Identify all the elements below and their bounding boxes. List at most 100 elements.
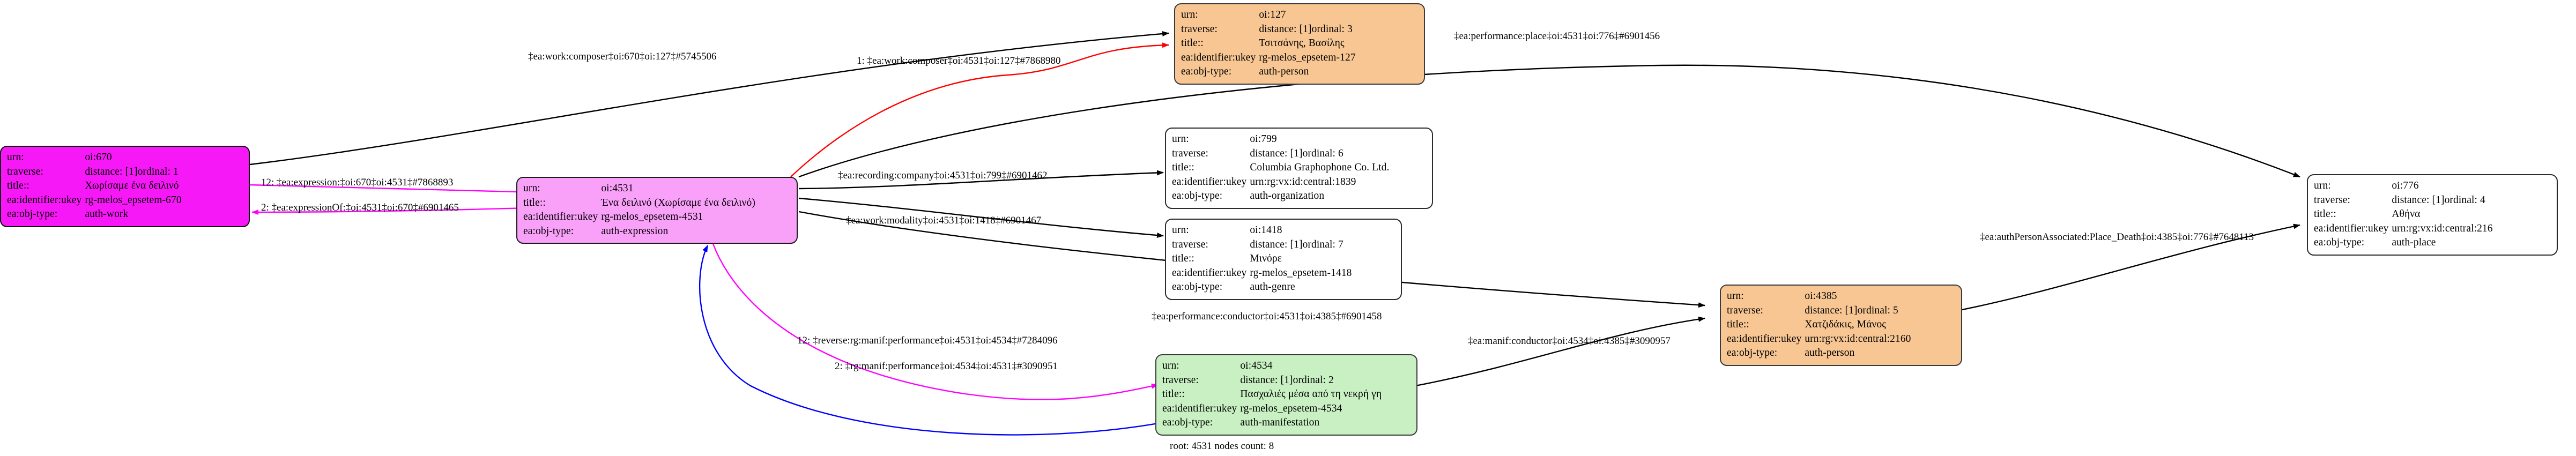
field-key-objtype: ea:obj-type:	[1181, 66, 1232, 77]
traverse-distance: distance: [1]	[1250, 147, 1303, 159]
field-key-traverse: traverse:	[1162, 374, 1199, 386]
field-key-traverse: traverse:	[1727, 304, 1764, 316]
field-key-objtype: ea:obj-type:	[1172, 190, 1223, 201]
field-key-traverse: traverse:	[1172, 147, 1209, 159]
field-key-urn: urn:	[1172, 133, 1189, 145]
field-key-title: title::	[1181, 38, 1204, 49]
field-key-ukey: ea:identifier:ukey	[1172, 267, 1247, 279]
node-urn-value: oi:799	[1250, 133, 1277, 145]
node-title-value: Τσιτσάνης, Βασίλης	[1259, 38, 1345, 49]
node-objtype-value: auth-place	[2392, 237, 2436, 248]
node-objtype-value: auth-person	[1259, 66, 1309, 77]
field-key-urn: urn:	[1172, 225, 1189, 236]
node-objtype-value: auth-manifestation	[1240, 417, 1320, 428]
traverse-ordinal: ordinal: 3	[1311, 23, 1353, 35]
node-title-value: Columbia Graphophone Co. Ltd.	[1250, 162, 1390, 173]
traverse-distance: distance: [1]	[85, 166, 138, 177]
field-key-objtype: ea:obj-type:	[1727, 347, 1778, 358]
traverse-ordinal: ordinal: 4	[2444, 194, 2485, 206]
graph-node-oi4531-root[interactable]: urn: oi:4531 title:: Ένα δειλινό (Χωρίσα…	[516, 177, 798, 244]
node-traverse-value: distance: [1]ordinal: 6	[1250, 147, 1426, 161]
edge-label-reverse-manif-performance-4531-4534: 12: ‡reverse:rg:manif:performance‡oi:453…	[797, 335, 1058, 346]
node-traverse-value: distance: [1]ordinal: 1	[85, 165, 243, 180]
field-key-title: title::	[1172, 162, 1194, 173]
field-key-ukey: ea:identifier:ukey	[1172, 176, 1247, 188]
traverse-distance: distance: [1]	[2392, 194, 2445, 206]
field-key-title: title::	[7, 180, 29, 191]
traverse-distance: distance: [1]	[1259, 23, 1312, 35]
field-key-traverse: traverse:	[2314, 194, 2351, 206]
field-key-traverse: traverse:	[7, 166, 44, 177]
field-key-title: title::	[1172, 253, 1194, 264]
node-objtype-value: auth-genre	[1250, 281, 1295, 293]
node-traverse-value: distance: [1]ordinal: 3	[1259, 23, 1418, 37]
field-key-ukey: ea:identifier:ukey	[1181, 51, 1256, 63]
edge-label-manif-performance-4534-4531: 2: ‡rg:manif:performance‡oi:4534‡oi:4531…	[835, 361, 1058, 372]
node-ukey-value: rg-melos_epsetem-1418	[1250, 267, 1352, 279]
node-title-value: Πασχαλιές μέσα από τη νεκρή γη	[1240, 388, 1382, 400]
field-key-objtype: ea:obj-type:	[1172, 281, 1223, 293]
edge-path-authperson-associated-4385-776	[1956, 223, 2300, 312]
graph-node-oi1418[interactable]: urn: oi:1418 traverse: distance: [1]ordi…	[1165, 219, 1402, 300]
traverse-ordinal: ordinal: 5	[1857, 304, 1898, 316]
node-objtype-value: auth-expression	[601, 225, 669, 237]
node-ukey-value: urn:rg:vx:id:central:216	[2392, 222, 2493, 234]
edge-label-performance-place-4531-776: ‡ea:performance:place‡oi:4531‡oi:776‡#69…	[1454, 31, 1660, 42]
field-key-urn: urn:	[2314, 180, 2331, 191]
node-title-value: Χατζιδάκις, Μάνος	[1805, 319, 1887, 330]
graph-node-oi799[interactable]: urn: oi:799 traverse: distance: [1]ordin…	[1165, 128, 1433, 209]
edge-path-recording-company-4531-799	[798, 170, 1164, 190]
field-key-ukey: ea:identifier:ukey	[7, 194, 82, 206]
edge-label-composer-670-127: ‡ea:work:composer‡oi:670‡oi:127‡#5745506	[528, 51, 717, 62]
node-ukey-value: rg-melos_epsetem-4531	[601, 211, 703, 222]
graph-footer-nodes-count: root: 4531 nodes count: 8	[1170, 440, 1274, 452]
node-ukey-value: rg-melos_epsetem-670	[85, 194, 182, 206]
graph-node-oi4534[interactable]: urn: oi:4534 traverse: distance: [1]ordi…	[1155, 354, 1417, 436]
node-ukey-value: urn:rg:vx:id:central:2160	[1805, 333, 1911, 345]
graph-node-oi776[interactable]: urn: oi:776 traverse: distance: [1]ordin…	[2307, 174, 2558, 256]
graph-node-oi127[interactable]: urn: oi:127 traverse: distance: [1]ordin…	[1174, 3, 1425, 85]
traverse-distance: distance: [1]	[1805, 304, 1858, 316]
node-urn-value: oi:4534	[1240, 360, 1273, 371]
node-urn-value: oi:4385	[1805, 290, 1837, 302]
node-traverse-value: distance: [1]ordinal: 4	[2392, 193, 2551, 208]
node-traverse-value: distance: [1]ordinal: 5	[1805, 304, 1955, 318]
graph-node-oi4385[interactable]: urn: oi:4385 traverse: distance: [1]ordi…	[1720, 285, 1962, 366]
field-key-objtype: ea:obj-type:	[1162, 417, 1213, 428]
node-ukey-value: urn:rg:vx:id:central:1839	[1250, 176, 1356, 188]
traverse-ordinal: ordinal: 2	[1293, 374, 1334, 386]
graph-node-oi670[interactable]: urn: oi:670 traverse: distance: [1]ordin…	[0, 146, 250, 227]
edge-label-manif-conductor-4534-4385: ‡ea:manif:conductor‡oi:4534‡oi:4385‡#309…	[1468, 335, 1671, 347]
node-title-value: Ένα δειλινό (Χωρίσαμε ένα δειλινό)	[601, 197, 755, 208]
edge-path-composer-4531-127	[790, 42, 1169, 177]
edge-path-work-modality-4531-1418	[798, 197, 1164, 238]
field-key-traverse: traverse:	[1181, 23, 1218, 35]
node-objtype-value: auth-person	[1805, 347, 1855, 358]
traverse-distance: distance: [1]	[1250, 238, 1303, 250]
field-key-title: title::	[523, 197, 546, 208]
field-key-urn: urn:	[1162, 360, 1179, 371]
node-ukey-value: rg-melos_epsetem-127	[1259, 51, 1356, 63]
node-urn-value: oi:4531	[601, 183, 634, 194]
field-key-traverse: traverse:	[1172, 238, 1209, 250]
field-key-title: title::	[1727, 319, 1749, 330]
field-key-title: title::	[1162, 388, 1185, 400]
node-objtype-value: auth-work	[85, 208, 129, 220]
traverse-distance: distance: [1]	[1240, 374, 1293, 386]
edge-path-manif-conductor-4534-4385	[1415, 316, 1705, 387]
node-urn-value: oi:127	[1259, 9, 1286, 20]
node-urn-value: oi:670	[85, 152, 112, 163]
edge-path-reverse-manif-performance-4531-4534	[712, 243, 1159, 400]
edge-label-performance-conductor-4531-4385: ‡ea:performance:conductor‡oi:4531‡oi:438…	[1152, 311, 1382, 322]
field-key-ukey: ea:identifier:ukey	[1162, 402, 1237, 414]
edge-path-composer-670-127	[249, 31, 1169, 166]
field-key-ukey: ea:identifier:ukey	[2314, 222, 2389, 234]
node-title-value: Μινόρε	[1250, 253, 1282, 264]
field-key-urn: urn:	[7, 152, 24, 163]
field-key-urn: urn:	[523, 183, 540, 194]
traverse-ordinal: ordinal: 1	[137, 166, 179, 177]
node-urn-value: oi:1418	[1250, 225, 1282, 236]
edge-label-recording-company-4531-799: ‡ea:recording:company‡oi:4531‡oi:799‡#69…	[838, 170, 1048, 181]
field-key-objtype: ea:obj-type:	[523, 225, 574, 237]
